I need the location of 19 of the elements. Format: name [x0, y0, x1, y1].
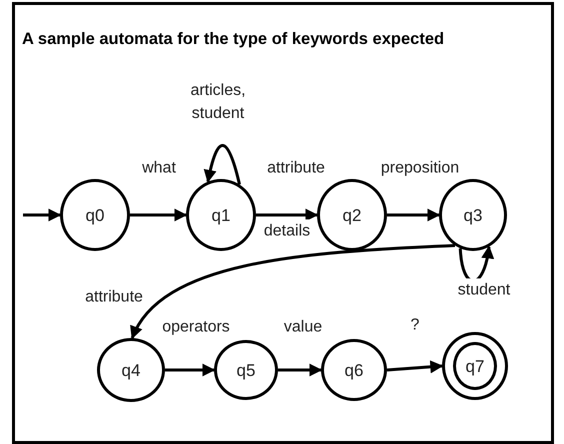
transition-arrow — [256, 208, 318, 222]
state-label: q7 — [466, 358, 484, 374]
state-label: q4 — [122, 362, 140, 378]
transition-arrow — [387, 208, 440, 222]
state-label: q6 — [344, 362, 364, 378]
transition-arrow — [165, 364, 216, 376]
state-label: q5 — [236, 362, 256, 378]
state-label: q1 — [212, 206, 230, 224]
state-circle — [453, 342, 497, 390]
state-label: q3 — [464, 206, 482, 224]
transition-arrow — [386, 360, 444, 374]
transition-arrow — [130, 208, 188, 222]
state-label: q0 — [86, 206, 104, 224]
transition-arrow — [204, 144, 241, 185]
transition-arrow — [23, 208, 62, 222]
state-label: q2 — [342, 206, 362, 224]
transition-arrow — [130, 244, 456, 340]
diagram-title: A sample automata for the type of keywords expected — [22, 30, 444, 49]
transition-arrow — [278, 364, 322, 376]
